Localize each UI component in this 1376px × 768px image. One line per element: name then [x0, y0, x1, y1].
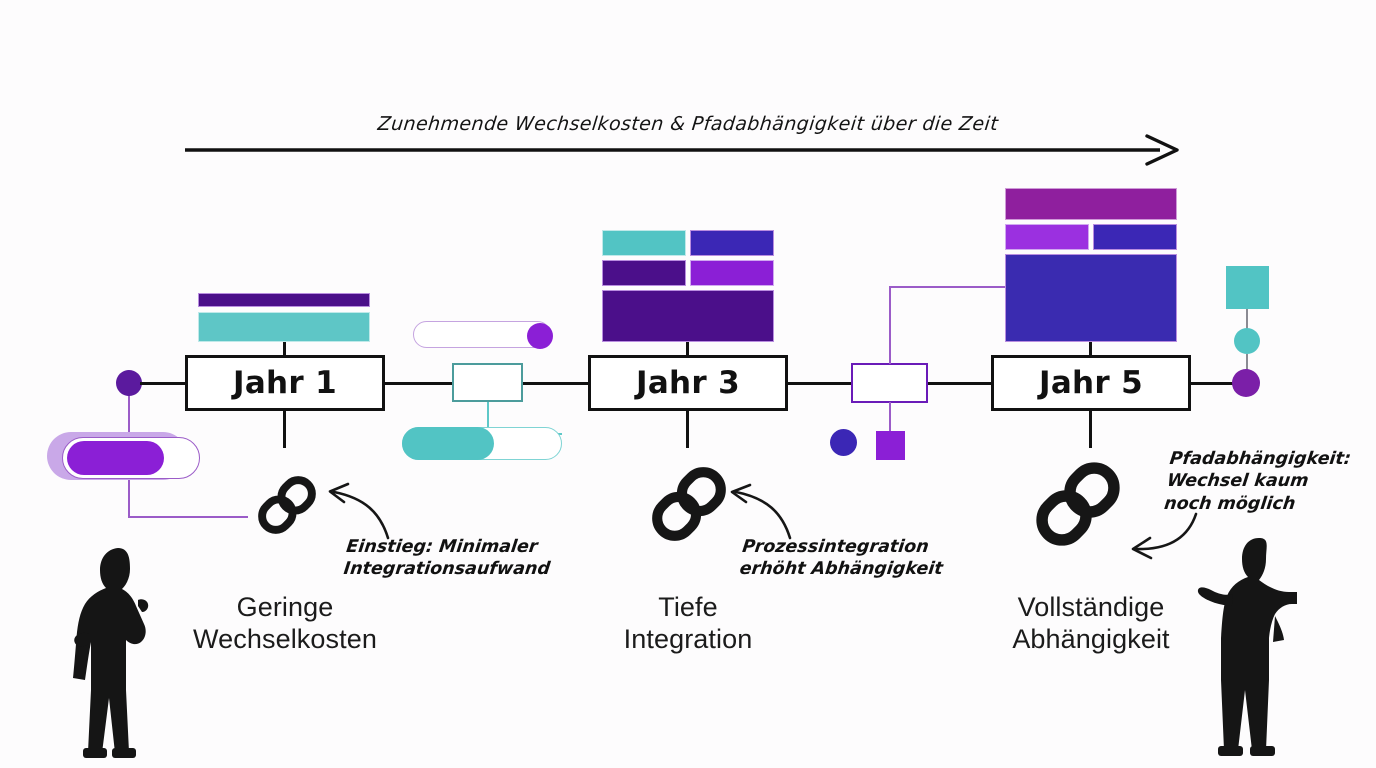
connector-teal-vertical	[487, 402, 489, 435]
node-square-teal[interactable]	[1226, 266, 1269, 309]
businessman-phone-silhouette	[73, 548, 149, 758]
stack-block-y3-a	[602, 230, 686, 256]
stack-block-y3-c	[602, 260, 686, 286]
milestone-year-5[interactable]: Jahr 5	[991, 355, 1191, 411]
node-dot-right[interactable]	[1232, 369, 1260, 397]
timeline-segment-4	[928, 382, 992, 386]
connector-purple-down	[889, 402, 891, 434]
progress-pill-fill	[67, 441, 164, 475]
connector-purple-right	[889, 286, 1108, 288]
node-square-purple[interactable]	[876, 431, 905, 460]
stack-block-y5-c	[1093, 224, 1177, 250]
timeline-segment-start	[140, 382, 186, 386]
stack-block-y3-e	[602, 290, 774, 342]
curved-arrow-icon-2	[730, 483, 792, 540]
milestone-stem-2	[686, 410, 690, 448]
stack-block-y5-d	[1005, 254, 1177, 342]
stack-stem-1	[283, 336, 287, 360]
connector-box-purple[interactable]	[851, 363, 928, 403]
node-dot-teal[interactable]	[1234, 328, 1260, 354]
slider-knob-y1[interactable]	[527, 323, 553, 349]
milestone-stem-1	[283, 410, 287, 448]
annotation-year5: Pfadabhängigkeit: Wechsel kaum noch mögl…	[1163, 449, 1353, 514]
timeline-segment-end	[1189, 382, 1235, 386]
annotation-year3: Prozessintegration erhöht Abhängigkeit	[738, 537, 944, 580]
connector-left-vertical-lower	[128, 455, 130, 518]
caption-year-3: Tiefe Integration	[623, 592, 753, 654]
page-title: Zunehmende Wechselkosten & Pfadabhängigk…	[376, 113, 1000, 135]
caption-year-1: Geringe Wechselkosten	[193, 592, 377, 654]
connector-left-vertical	[128, 383, 130, 463]
progress-pill-teal-fill	[402, 427, 494, 460]
stack-stem-2	[686, 336, 690, 360]
stack-block-y1-top	[198, 293, 370, 307]
timeline-segment-1	[385, 382, 452, 386]
node-dot-indigo[interactable]	[830, 429, 857, 456]
milestone-stem-3	[1089, 410, 1093, 448]
connector-purple-up	[889, 286, 891, 364]
milestone-year-3-label: Jahr 3	[636, 365, 740, 401]
stack-block-y3-b	[690, 230, 774, 256]
connector-right-vertical-bottom	[1246, 354, 1248, 372]
stack-block-y5-a	[1005, 188, 1177, 220]
chain-link-icon-2	[652, 467, 726, 541]
stack-block-y5-b	[1005, 224, 1089, 250]
node-dot-left[interactable]	[116, 370, 142, 396]
stack-stem-3	[1089, 336, 1093, 360]
timeline-segment-2	[523, 382, 590, 386]
connector-box-teal[interactable]	[452, 363, 523, 402]
stack-block-y3-d	[690, 260, 774, 286]
connector-left-horizontal	[128, 516, 248, 518]
connector-right-vertical-top	[1246, 309, 1248, 331]
businessman-gesturing-silhouette	[1197, 538, 1297, 756]
milestone-year-3[interactable]: Jahr 3	[588, 355, 788, 411]
curved-arrow-icon-1	[328, 482, 390, 540]
annotation-year1: Einstieg: Minimaler Integrationsaufwand	[342, 537, 552, 580]
timeline-arrow-icon	[185, 134, 1179, 166]
milestone-year-1[interactable]: Jahr 1	[185, 355, 385, 411]
curved-arrow-icon-3	[1131, 512, 1198, 560]
chain-link-icon-1	[258, 476, 316, 534]
caption-year-5: Vollständige Abhängigkeit	[1012, 592, 1170, 654]
stack-block-y1-bottom	[198, 312, 370, 342]
milestone-year-1-label: Jahr 1	[233, 365, 337, 401]
chain-link-icon-3	[1036, 462, 1120, 546]
milestone-year-5-label: Jahr 5	[1039, 365, 1143, 401]
timeline-segment-3	[785, 382, 851, 386]
